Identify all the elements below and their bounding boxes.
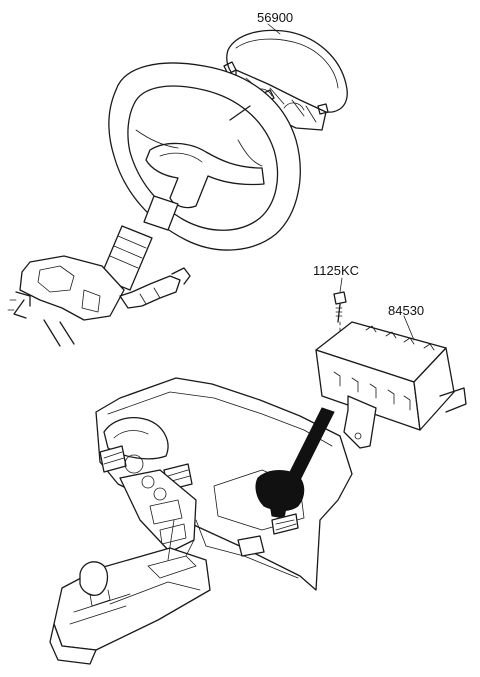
steering-column <box>7 195 191 347</box>
part-label-56900: 56900 <box>257 10 294 25</box>
passenger-airbag-module <box>315 321 467 449</box>
instrument-panel <box>95 377 353 591</box>
leader-line-56900 <box>267 23 281 35</box>
leader-line-1125kc <box>339 277 343 293</box>
leader-line-84530 <box>403 315 415 341</box>
center-console <box>49 519 211 665</box>
part-label-84530: 84530 <box>388 303 425 318</box>
part-label-1125kc: 1125KC <box>313 263 360 278</box>
